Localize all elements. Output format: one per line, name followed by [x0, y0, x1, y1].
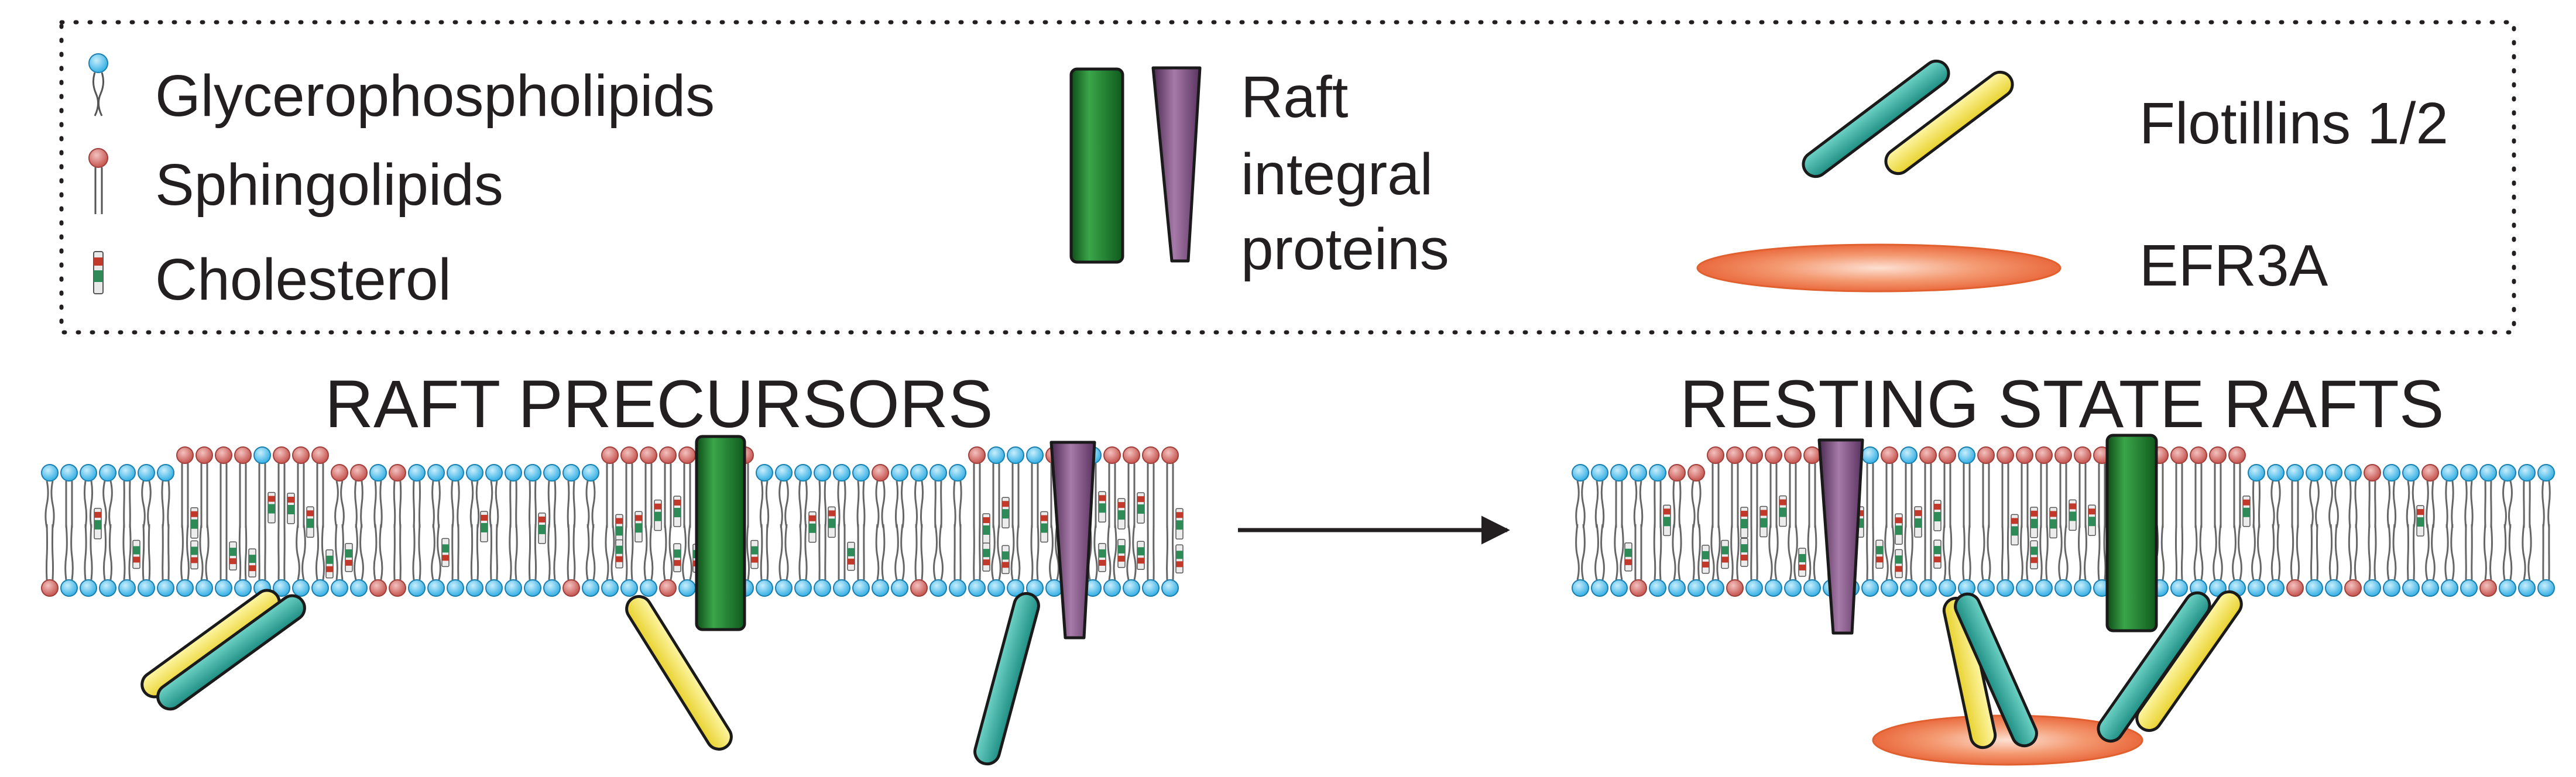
legend-border — [59, 20, 2516, 335]
legend-raft-line3: proteins — [1241, 216, 1449, 282]
sphingolipid-icon — [88, 148, 108, 214]
left-flotillin-yellow-2 — [625, 595, 733, 751]
glycerophospholipid-icon — [88, 53, 108, 116]
panel-title-resting-state-rafts: RESTING STATE RAFTS — [1680, 367, 2444, 442]
legend-raft-line2: integral — [1241, 142, 1433, 207]
left-flotillin-teal-2 — [973, 592, 1040, 766]
cholesterol-icon — [93, 251, 104, 294]
membrane-right — [1572, 446, 2555, 597]
legend-raft-line1: Raft — [1241, 64, 1349, 130]
efr3a-icon — [1696, 243, 2062, 293]
legend-glycerophospholipids-label: Glycerophospholipids — [155, 63, 715, 129]
membrane-left — [41, 446, 1184, 597]
legend-flotillins-label: Flotillins 1/2 — [2139, 91, 2448, 156]
right-purple-raft-protein — [1817, 438, 1864, 635]
left-green-raft-protein — [695, 435, 746, 631]
right-flotillin-yellow-2 — [2135, 590, 2243, 732]
right-green-raft-protein — [2105, 434, 2158, 632]
legend-sphingolipids-label: Sphingolipids — [155, 152, 503, 218]
raft-purple-protein-icon — [1151, 66, 1202, 263]
raft-green-protein-icon — [1069, 67, 1124, 264]
right-flotillin-teal-1 — [1954, 592, 2038, 748]
left-purple-raft-protein — [1049, 441, 1096, 640]
flotillin-teal-icon — [1802, 59, 1950, 178]
flotillin-yellow-icon — [1884, 70, 2014, 176]
legend-cholesterol-label: Cholesterol — [155, 247, 451, 312]
left-flotillin-teal-1 — [156, 594, 306, 711]
panel-title-raft-precursors: RAFT PRECURSORS — [325, 367, 993, 442]
legend-efr3a-label: EFR3A — [2139, 233, 2328, 298]
